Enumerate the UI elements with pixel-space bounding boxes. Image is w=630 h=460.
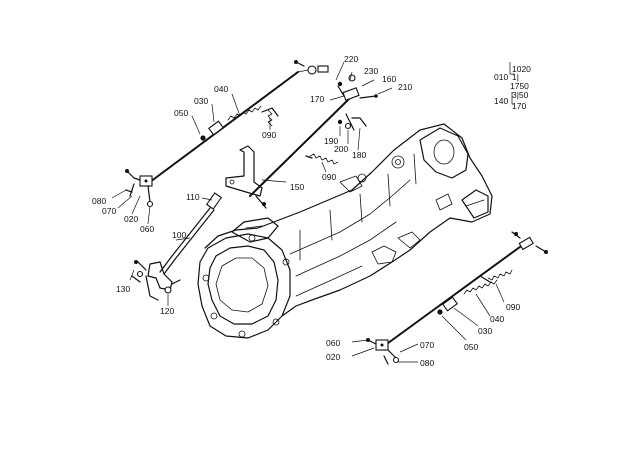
callout-150: 150 bbox=[290, 182, 304, 192]
callout-230: 230 bbox=[364, 66, 378, 76]
callout-170: 170 bbox=[310, 94, 324, 104]
callout-030: 030 bbox=[194, 96, 208, 106]
callout-040: 040 bbox=[214, 84, 228, 94]
callout-060-low: 060 bbox=[326, 338, 340, 348]
callout-080-low: 080 bbox=[420, 358, 434, 368]
callout-120: 120 bbox=[160, 306, 174, 316]
legend-1020: 1020 bbox=[512, 64, 531, 74]
callout-090-top: 090 bbox=[262, 130, 276, 140]
legend-170: 170 bbox=[512, 101, 526, 111]
callout-160: 160 bbox=[382, 74, 396, 84]
callout-210: 210 bbox=[398, 82, 412, 92]
callout-130: 130 bbox=[116, 284, 130, 294]
upper-rod-assembly bbox=[125, 60, 329, 208]
callout-030-low: 030 bbox=[478, 326, 492, 336]
center-lever-assembly bbox=[225, 74, 378, 209]
callout-080-top: 080 bbox=[92, 196, 106, 206]
callout-220: 220 bbox=[344, 54, 358, 64]
legend-140: 140 bbox=[494, 96, 508, 106]
transmission-housing bbox=[197, 123, 493, 339]
callout-020-top: 020 bbox=[124, 214, 138, 224]
legend-1bar: 1| bbox=[512, 72, 519, 82]
callout-050: 050 bbox=[174, 108, 188, 118]
callout-200: 200 bbox=[334, 144, 348, 154]
callout-110: 110 bbox=[186, 192, 200, 202]
legend-1750: 1750 bbox=[510, 81, 529, 91]
callout-180: 180 bbox=[352, 150, 366, 160]
callout-100: 100 bbox=[172, 230, 186, 240]
callout-labels: 040 030 050 090 080 070 020 060 220 230 … bbox=[92, 54, 520, 368]
left-lever-assembly bbox=[131, 192, 223, 301]
callout-020-low: 020 bbox=[326, 352, 340, 362]
legend-3150: 3|50 bbox=[512, 90, 529, 100]
callout-070-top: 070 bbox=[102, 206, 116, 216]
leader-lines bbox=[111, 61, 514, 363]
callout-070-low: 070 bbox=[420, 340, 434, 350]
callout-090-low: 090 bbox=[506, 302, 520, 312]
callout-090-mid: 090 bbox=[322, 172, 336, 182]
legend-010: 010 bbox=[494, 72, 508, 82]
callout-060-top: 060 bbox=[140, 224, 154, 234]
part-legend: 1020 010 1| 1750 3|50 140 170 bbox=[494, 64, 531, 111]
callout-050-low: 050 bbox=[464, 342, 478, 352]
lower-rod-assembly bbox=[366, 231, 548, 365]
callout-190: 190 bbox=[324, 136, 338, 146]
callout-040-low: 040 bbox=[490, 314, 504, 324]
